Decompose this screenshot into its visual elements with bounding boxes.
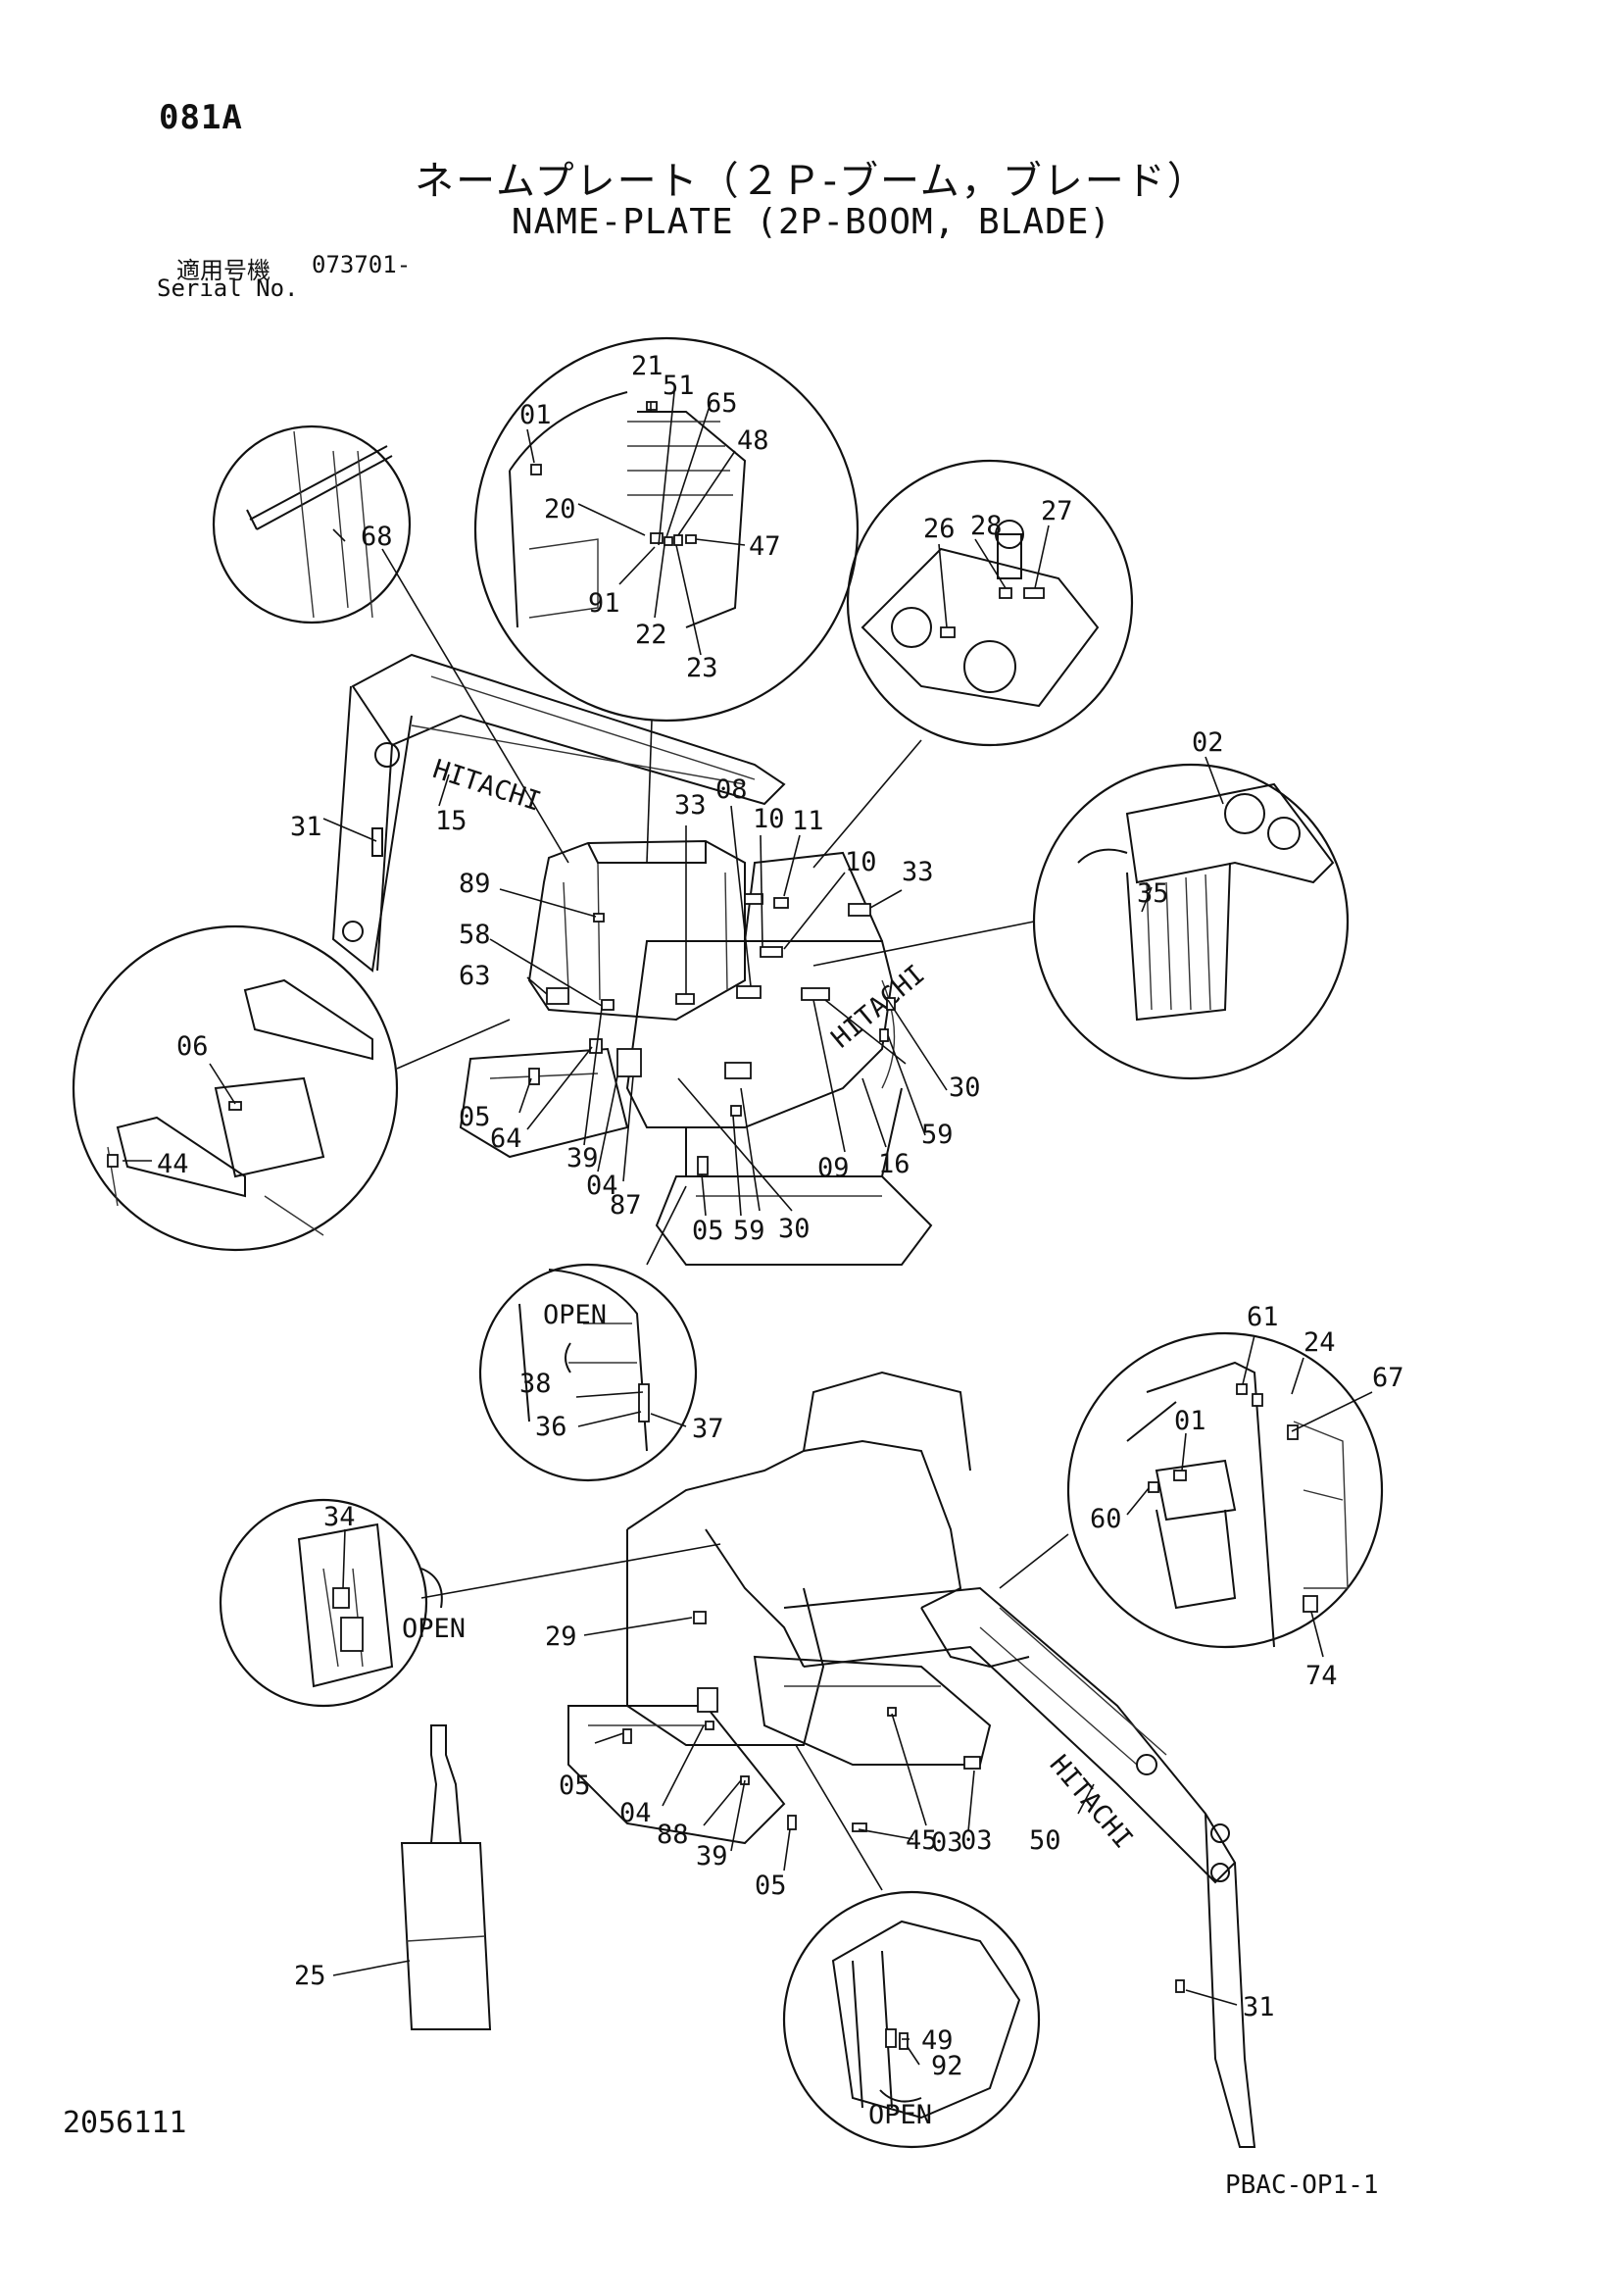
callout-25: 25 (294, 1961, 326, 1991)
callout-02: 02 (1192, 727, 1224, 758)
callout-65: 65 (706, 388, 738, 419)
callout-37: 37 (692, 1414, 724, 1444)
callout-26: 26 (923, 514, 956, 544)
callout-16: 16 (878, 1149, 910, 1179)
callout-33-b: 33 (902, 857, 934, 887)
document-number: 2056111 (63, 2106, 187, 2140)
callout-04-b: 04 (619, 1798, 652, 1828)
callout-01-b: 01 (1174, 1406, 1206, 1436)
detail-circle-34 (219, 1498, 721, 1708)
callout-38: 38 (519, 1369, 552, 1399)
open-label-panel: OPEN (402, 1614, 466, 1644)
callout-09: 09 (817, 1153, 850, 1183)
callout-89: 89 (459, 869, 491, 899)
detail-circle-seat-06-44 (72, 924, 511, 1252)
callout-88: 88 (657, 1820, 689, 1850)
callout-50: 50 (1029, 1825, 1061, 1856)
callout-60: 60 (1090, 1504, 1122, 1534)
callout-29: 29 (545, 1622, 577, 1652)
callout-68: 68 (361, 522, 393, 552)
callout-44: 44 (157, 1149, 189, 1179)
callout-05-c: 05 (559, 1771, 591, 1801)
callout-61: 61 (1247, 1302, 1279, 1332)
callout-51: 51 (663, 371, 695, 401)
hang-tag-25 (400, 1724, 492, 2030)
callout-03-a: 03 (931, 1827, 963, 1858)
detail-circle-49-92 (782, 1744, 1041, 2149)
callout-39-b: 39 (696, 1841, 728, 1872)
callout-23: 23 (686, 653, 718, 683)
detail-circle-68 (212, 424, 569, 864)
callout-05-a: 05 (459, 1102, 491, 1132)
callout-04-a: 04 (586, 1171, 618, 1201)
serial-label-english: Serial No. (157, 275, 299, 302)
callout-05-b: 05 (692, 1216, 724, 1246)
title-japanese: ネームプレート（２Ｐ-ブーム，ブレード） (415, 159, 1208, 204)
hitachi-decal-body: HITACHI (826, 959, 931, 1054)
detail-circle-cab-front (999, 1331, 1384, 1649)
detail-circle-cab-interior (473, 336, 860, 864)
callout-21: 21 (631, 351, 664, 381)
callout-30-b: 30 (778, 1214, 811, 1244)
open-label-cover: OPEN (868, 2100, 932, 2130)
callout-11: 11 (792, 806, 824, 836)
callout-06: 06 (176, 1031, 209, 1062)
callout-31-lower: 31 (1243, 1992, 1275, 2022)
detail-circle-door-36-38 (478, 1185, 698, 1482)
title-english: NAME-PLATE (2P-BOOM, BLADE) (511, 202, 1112, 242)
callout-67: 67 (1372, 1363, 1404, 1393)
leader-lines (123, 391, 1373, 2066)
callout-15: 15 (435, 806, 467, 836)
callout-03-b: 03 (960, 1825, 993, 1856)
callout-49: 49 (921, 2025, 954, 2056)
callout-48: 48 (737, 425, 769, 456)
callout-numbers: 68 01 20 21 51 65 48 47 91 22 23 26 28 2… (157, 351, 1404, 2130)
callout-08: 08 (715, 774, 748, 805)
callout-74: 74 (1305, 1661, 1338, 1691)
callout-34: 34 (323, 1502, 356, 1532)
callout-58: 58 (459, 920, 491, 950)
open-label-door: OPEN (543, 1300, 607, 1330)
serial-value: 073701- (312, 251, 412, 278)
callout-92: 92 (931, 2051, 963, 2081)
serial-label-japanese: 適用号機 (176, 257, 270, 284)
callout-27: 27 (1041, 496, 1073, 526)
callout-45: 45 (906, 1825, 938, 1856)
callout-63: 63 (459, 961, 491, 991)
callout-35: 35 (1137, 878, 1169, 909)
callout-59-b: 59 (733, 1216, 765, 1246)
callout-31-upper: 31 (290, 812, 322, 842)
detail-circle-engine-35 (812, 763, 1350, 1080)
callout-47: 47 (749, 531, 781, 562)
callout-10-a: 10 (753, 804, 785, 834)
drawing-code: PBAC-OP1-1 (1225, 2171, 1379, 2200)
callout-36: 36 (535, 1412, 567, 1442)
callout-30-a: 30 (949, 1073, 981, 1103)
detail-circle-console-26-28 (812, 459, 1134, 869)
callout-20: 20 (544, 494, 576, 524)
callout-33-a: 33 (674, 790, 707, 821)
callout-59-a: 59 (921, 1120, 954, 1150)
callout-24: 24 (1303, 1327, 1336, 1358)
callout-87: 87 (610, 1190, 642, 1221)
callout-39-a: 39 (566, 1143, 599, 1173)
callout-22: 22 (635, 620, 667, 650)
callout-91: 91 (588, 588, 620, 619)
page-id: 081A (159, 98, 243, 137)
callout-28: 28 (970, 511, 1003, 541)
callout-64: 64 (490, 1123, 522, 1154)
callout-01: 01 (519, 400, 552, 430)
callout-05-d: 05 (755, 1871, 787, 1901)
callout-10-b: 10 (845, 847, 877, 877)
